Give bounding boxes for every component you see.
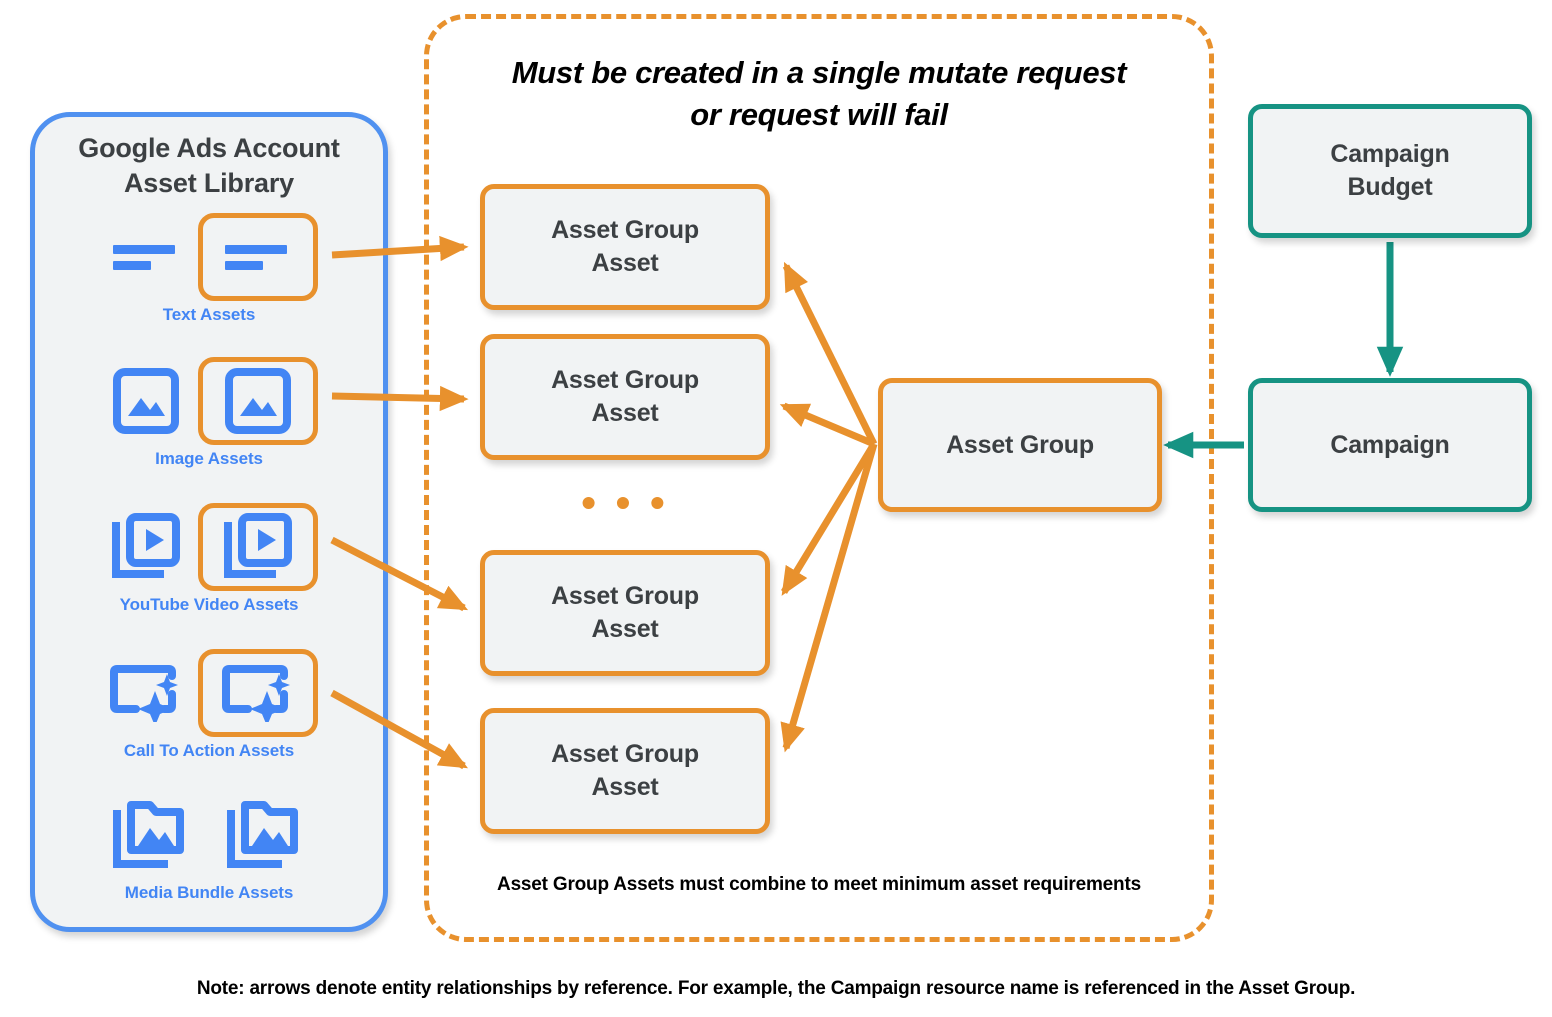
campaign-budget-node[interactable]: Campaign Budget — [1248, 104, 1532, 238]
asset-icon-pair-cta — [35, 649, 383, 737]
ellipsis-indicator: • • • — [581, 479, 669, 526]
diagram-footer-note: Note: arrows denote entity relationships… — [196, 978, 1356, 999]
asset-row-text: Text Assets — [35, 213, 383, 325]
asset-icon-pair-video — [35, 503, 383, 591]
asset-group-asset-node-3[interactable]: Asset Group Asset — [480, 550, 770, 676]
campaign-node[interactable]: Campaign — [1248, 378, 1532, 512]
asset-group-asset-2-line1: Asset Group — [551, 366, 699, 394]
asset-group-asset-3-line2: Asset — [591, 615, 659, 643]
asset-caption-video: YouTube Video Assets — [119, 595, 299, 614]
asset-row-video: YouTube Video Assets — [35, 503, 383, 615]
text-lines-icon — [100, 213, 192, 301]
asset-icon-pair-media-bundle — [35, 791, 383, 879]
mutate-heading-line2: or request will fail — [690, 97, 948, 133]
call-to-action-icon-highlighted — [198, 649, 318, 737]
mutate-request-heading: Must be created in a single mutate reque… — [424, 52, 1214, 136]
call-to-action-icon — [100, 649, 192, 737]
mutate-container-footnote: Asset Group Assets must combine to meet … — [497, 874, 1141, 895]
asset-group-asset-node-4[interactable]: Asset Group Asset — [480, 708, 770, 834]
asset-group-asset-node-1[interactable]: Asset Group Asset — [480, 184, 770, 310]
asset-group-asset-node-2[interactable]: Asset Group Asset — [480, 334, 770, 460]
text-lines-icon-highlighted — [198, 213, 318, 301]
asset-row-cta: Call To Action Assets — [35, 649, 383, 761]
mutate-heading-line1: Must be created in a single mutate reque… — [511, 55, 1127, 90]
image-icon — [100, 357, 192, 445]
asset-caption-text: Text Assets — [162, 305, 256, 324]
asset-library-title-line2: Asset Library — [124, 167, 294, 198]
asset-group-asset-3-line1: Asset Group — [551, 582, 699, 610]
asset-group-asset-2-line2: Asset — [591, 399, 659, 427]
campaign-budget-label-line1: Campaign — [1330, 140, 1450, 168]
asset-group-asset-1-line1: Asset Group — [551, 216, 699, 244]
asset-row-image: Image Assets — [35, 357, 383, 469]
asset-group-asset-1-line2: Asset — [591, 249, 659, 277]
asset-group-asset-4-line1: Asset Group — [551, 740, 699, 768]
asset-library-title: Google Ads Account Asset Library — [35, 131, 383, 200]
asset-library-panel: Google Ads Account Asset Library — [30, 112, 388, 932]
asset-caption-media-bundle: Media Bundle Assets — [124, 883, 294, 902]
video-stack-icon-highlighted — [198, 503, 318, 591]
media-bundle-folder-icon-2 — [220, 791, 312, 879]
campaign-budget-label-line2: Budget — [1347, 173, 1433, 201]
mutate-request-container — [424, 14, 1214, 942]
video-stack-icon — [100, 503, 192, 591]
asset-caption-cta: Call To Action Assets — [123, 741, 295, 760]
asset-row-media-bundle: Media Bundle Assets — [35, 791, 383, 903]
asset-icon-pair-text — [35, 213, 383, 301]
asset-group-label: Asset Group — [946, 430, 1094, 459]
asset-library-title-line1: Google Ads Account — [78, 133, 340, 163]
media-bundle-folder-icon — [106, 791, 198, 879]
asset-caption-image: Image Assets — [155, 449, 263, 468]
asset-group-node[interactable]: Asset Group — [878, 378, 1162, 512]
asset-icon-pair-image — [35, 357, 383, 445]
asset-group-asset-4-line2: Asset — [591, 773, 659, 801]
image-icon-highlighted — [198, 357, 318, 445]
campaign-label: Campaign — [1330, 430, 1450, 459]
